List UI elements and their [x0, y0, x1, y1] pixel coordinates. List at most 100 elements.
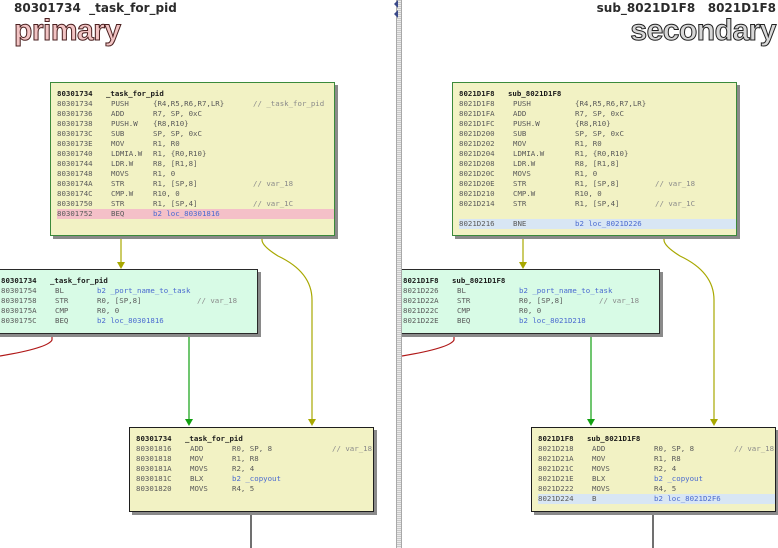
instruction-comment: // var_18 [253, 179, 294, 188]
arrowhead-s3-false [710, 419, 718, 426]
secondary-graph-pane[interactable]: sub_8021D1F8 8021D1F8 secondary 8021D1F8… [402, 0, 778, 548]
instruction-operands[interactable]: b2 loc_8021D226 [575, 219, 642, 228]
primary-graph-pane[interactable]: 80301734 _task_for_pid primary 80301734 … [0, 0, 398, 548]
instruction-operands: R0, SP, 8 [654, 444, 695, 453]
instruction-comment: // var_18 [599, 296, 640, 305]
instruction-mnemonic: BLX [190, 474, 204, 483]
block-title: 80301734 _task_for_pid [1, 276, 108, 285]
instruction-operands[interactable]: b2 loc_80301816 [97, 316, 164, 325]
instruction-address: 8030174C [57, 189, 93, 198]
pane-splitter[interactable] [396, 0, 402, 548]
instruction-mnemonic: SUB [513, 129, 527, 138]
instruction-mnemonic: LDR.W [513, 159, 536, 168]
instruction-mnemonic: SUB [111, 129, 125, 138]
instruction-operands: R7, SP, 0xC [575, 109, 624, 118]
instruction-address: 8021D224 [538, 494, 574, 503]
splitter-arrow-icon-2[interactable] [394, 10, 398, 18]
instruction-row[interactable] [459, 209, 736, 219]
instruction-address: 8021D202 [459, 139, 495, 148]
instruction-address: 80301758 [1, 296, 37, 305]
instruction-operands[interactable]: b2 _copyout [654, 474, 703, 483]
instruction-operands: R1, [SP,8] [575, 179, 620, 188]
instruction-address: 8021D21A [538, 454, 574, 463]
instruction-mnemonic: CMP [55, 306, 69, 315]
instruction-mnemonic: CMP.W [513, 189, 536, 198]
instruction-mnemonic: STR [111, 199, 125, 208]
instruction-operands[interactable]: b2 loc_8021D2F6 [654, 494, 721, 503]
instruction-address: 80301818 [136, 454, 172, 463]
instruction-operands[interactable]: b2 _copyout [232, 474, 281, 483]
instruction-mnemonic: MOVS [190, 484, 208, 493]
instruction-mnemonic: PUSH [111, 99, 129, 108]
instruction-operands[interactable]: b2 _port_name_to_task [97, 286, 191, 295]
instruction-address: 8021D208 [459, 159, 495, 168]
instruction-mnemonic: STR [513, 199, 527, 208]
instruction-mnemonic: BL [457, 286, 466, 295]
arrowhead-p3-false [308, 419, 316, 426]
instruction-address: 8030173E [57, 139, 93, 148]
instruction-address: 80301734 [57, 99, 93, 108]
instruction-operands[interactable]: b2 loc_8021D218 [519, 316, 586, 325]
edge-p1-p3 [261, 236, 313, 420]
instruction-mnemonic: MOVS [592, 464, 610, 473]
instruction-address: 8021D20C [459, 169, 495, 178]
instruction-operands[interactable]: b2 _port_name_to_task [519, 286, 613, 295]
instruction-operands[interactable]: b2 loc_80301816 [153, 209, 220, 218]
arrowhead-s2 [519, 262, 527, 269]
block-title: 8021D1F8 sub_8021D1F8 [403, 276, 506, 285]
edge-p2-back [0, 334, 53, 357]
instruction-comment: // var_18 [734, 444, 775, 453]
instruction-mnemonic: PUSH.W [111, 119, 138, 128]
splitter-arrow-icon[interactable] [394, 0, 398, 8]
